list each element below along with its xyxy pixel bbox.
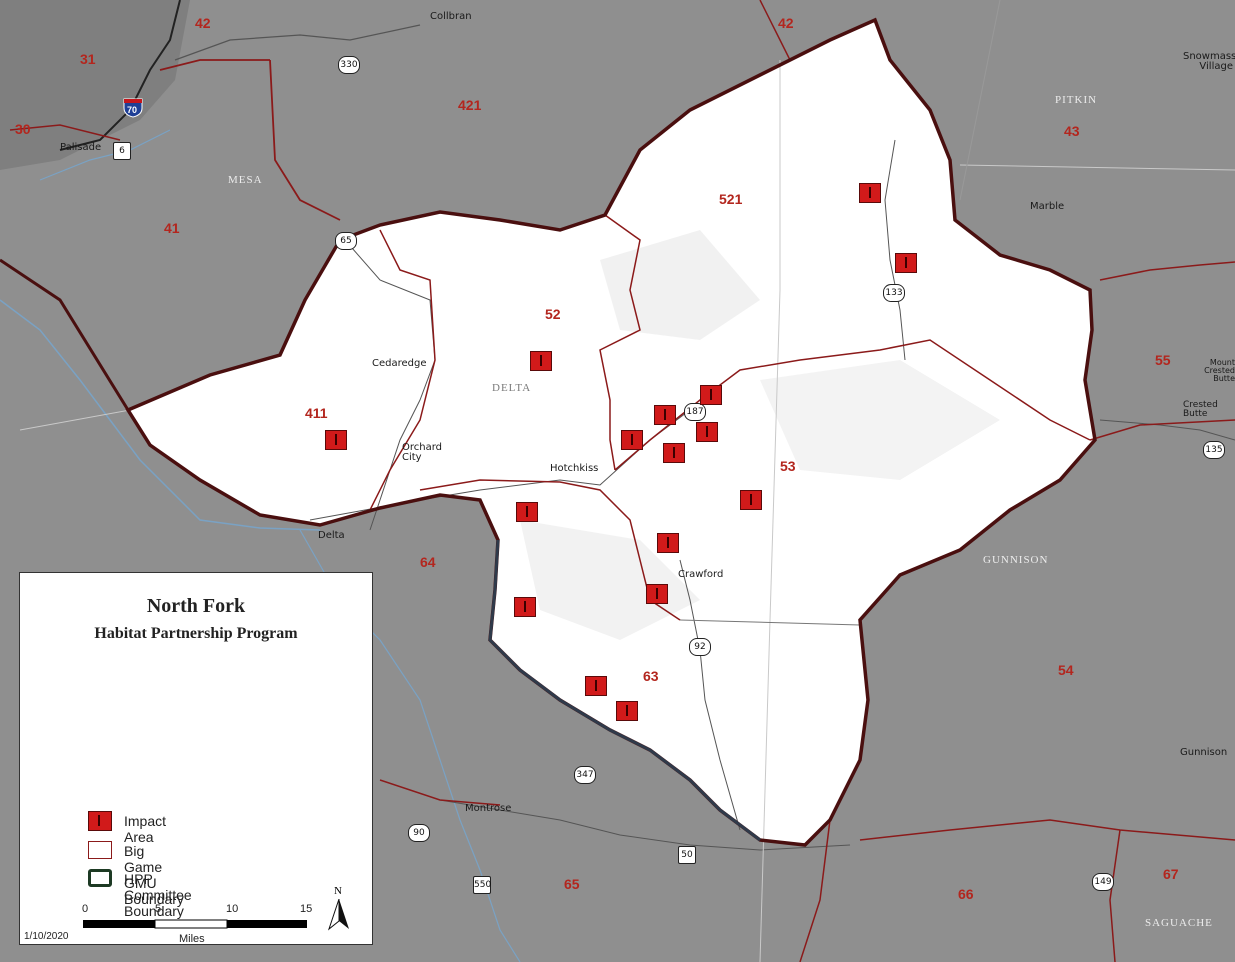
- county-pitkin: PITKIN: [1055, 94, 1098, 106]
- scale-tick-label: 15: [300, 903, 313, 915]
- legend-item-label: Impact Area: [124, 813, 167, 845]
- north-arrow-icon: [328, 899, 349, 931]
- legend-subtitle: Habitat Partnership Program: [94, 625, 298, 642]
- route-shield-347: 347: [574, 766, 596, 784]
- gmu-label-43: 43: [1064, 123, 1080, 139]
- route-shield-50: 50: [678, 846, 696, 864]
- impact-area-marker[interactable]: [621, 430, 643, 450]
- scale-bar: [83, 919, 307, 929]
- gmu-label-42-west: 42: [195, 15, 211, 31]
- scale-tick-label: 0: [82, 903, 89, 915]
- town-crawford: Crawford: [678, 569, 724, 580]
- north-label: N: [334, 885, 342, 897]
- gmu-label-64: 64: [420, 554, 436, 570]
- town-marble: Marble: [1030, 201, 1065, 212]
- scale-unit-label: Miles: [179, 933, 205, 945]
- town-orchard-city: Orchard City: [402, 442, 443, 463]
- interstate-shield-icon: [123, 98, 143, 118]
- gmu-boundary-swatch-icon: [88, 841, 112, 859]
- route-shield-65: 65: [335, 232, 357, 250]
- impact-area-marker[interactable]: [700, 385, 722, 405]
- town-crested-butte: Crested Butte: [1183, 400, 1218, 419]
- route-shield-550: 550: [473, 876, 491, 894]
- scale-tick-label: 10: [226, 903, 239, 915]
- legend-item-label: Big Game GMU Boundary: [124, 843, 184, 907]
- gmu-label-421: 421: [458, 97, 482, 113]
- route-shield-135: 135: [1203, 441, 1225, 459]
- county-mesa: MESA: [228, 174, 263, 186]
- town-mount-crested-butte: Mount Crested Butte: [1204, 358, 1235, 383]
- gmu-label-41: 41: [164, 220, 180, 236]
- route-shield-330: 330: [338, 56, 360, 74]
- map-legend: North Fork Habitat Partnership Program I…: [19, 572, 373, 945]
- impact-area-marker[interactable]: [740, 490, 762, 510]
- impact-area-marker[interactable]: [657, 533, 679, 553]
- town-collbran: Collbran: [430, 11, 472, 22]
- legend-title: North Fork: [146, 595, 246, 617]
- town-gunnison: Gunnison: [1180, 747, 1228, 758]
- town-palisade: Palisade: [60, 142, 102, 153]
- town-hotchkiss: Hotchkiss: [550, 463, 599, 474]
- gmu-label-521: 521: [719, 191, 743, 207]
- impact-area-marker[interactable]: [895, 253, 917, 273]
- impact-area-marker[interactable]: [859, 183, 881, 203]
- impact-area-marker[interactable]: [585, 676, 607, 696]
- county-gunnison: GUNNISON: [983, 554, 1049, 566]
- legend-item-label: HPP Committee Boundary: [124, 871, 192, 919]
- impact-area-marker[interactable]: [646, 584, 668, 604]
- gmu-label-63: 63: [643, 668, 659, 684]
- gmu-label-52: 52: [545, 306, 561, 322]
- impact-area-marker[interactable]: [654, 405, 676, 425]
- impact-area-marker[interactable]: [516, 502, 538, 522]
- route-shield-187: 187: [684, 403, 706, 421]
- impact-area-marker[interactable]: [696, 422, 718, 442]
- gmu-label-66: 66: [958, 886, 974, 902]
- route-shield-90: 90: [408, 824, 430, 842]
- impact-area-swatch-icon: [88, 811, 112, 831]
- gmu-label-55: 55: [1155, 352, 1171, 368]
- gmu-label-31: 31: [80, 51, 96, 67]
- impact-area-marker[interactable]: [663, 443, 685, 463]
- gmu-label-65: 65: [564, 876, 580, 892]
- route-shield-149: 149: [1092, 873, 1114, 891]
- town-delta: Delta: [318, 530, 345, 541]
- county-saguache: SAGUACHE: [1145, 917, 1213, 929]
- impact-area-marker[interactable]: [616, 701, 638, 721]
- hpp-boundary-swatch-icon: [88, 869, 112, 887]
- town-cedaredge: Cedaredge: [372, 358, 427, 369]
- scale-tick-label: 5: [155, 903, 162, 915]
- route-shield-133: 133: [883, 284, 905, 302]
- impact-area-marker[interactable]: [325, 430, 347, 450]
- route-shield-92: 92: [689, 638, 711, 656]
- county-delta: DELTA: [492, 382, 532, 394]
- gmu-label-42-east: 42: [778, 15, 794, 31]
- map-date: 1/10/2020: [24, 931, 69, 942]
- interstate-number: 70: [127, 105, 138, 115]
- gmu-label-67: 67: [1163, 866, 1179, 882]
- hpp-area: [128, 20, 1095, 845]
- town-snowmass-village: Snowmass Village: [1183, 51, 1235, 72]
- gmu-label-411: 411: [305, 405, 328, 421]
- route-shield-6: 6: [113, 142, 131, 160]
- gmu-label-54: 54: [1058, 662, 1074, 678]
- impact-area-marker[interactable]: [530, 351, 552, 371]
- gmu-label-53: 53: [780, 458, 796, 474]
- gmu-label-30: 30: [15, 121, 31, 137]
- town-montrose: Montrose: [465, 803, 512, 814]
- north-arrow: N: [326, 885, 352, 933]
- impact-area-marker[interactable]: [514, 597, 536, 617]
